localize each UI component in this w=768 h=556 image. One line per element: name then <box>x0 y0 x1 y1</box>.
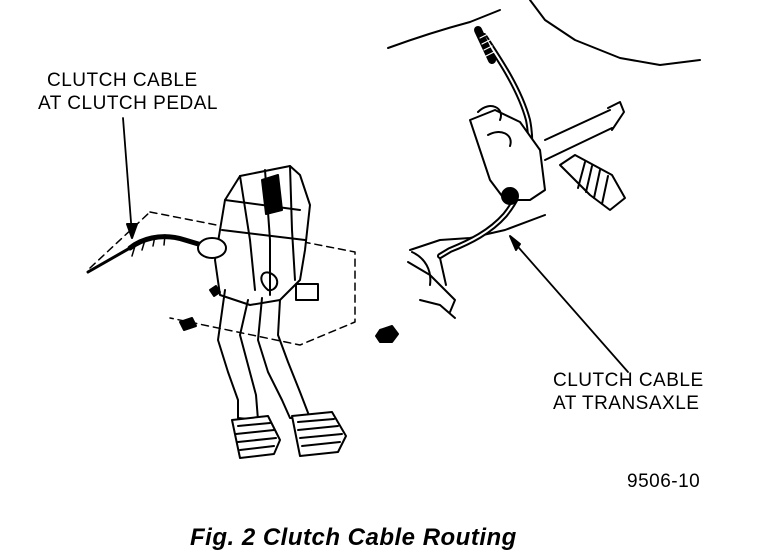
transaxle-label: CLUTCH CABLE AT TRANSAXLE <box>553 369 704 415</box>
transaxle-label-line-2: AT TRANSAXLE <box>553 393 700 414</box>
transaxle-label-line-1: CLUTCH CABLE <box>553 370 704 391</box>
transaxle-cable-end-icon <box>387 0 701 319</box>
figure-caption: Fig. 2 Clutch Cable Routing <box>190 524 517 551</box>
pedal-label-line-2: AT CLUTCH PEDAL <box>38 93 218 114</box>
figure-number: 9506-10 <box>627 471 701 492</box>
pedal-label-line-1: CLUTCH CABLE <box>47 70 198 91</box>
pedal-label: CLUTCH CABLE AT CLUTCH PEDAL <box>38 69 218 115</box>
clutch-pedal-assembly-icon <box>86 165 399 459</box>
